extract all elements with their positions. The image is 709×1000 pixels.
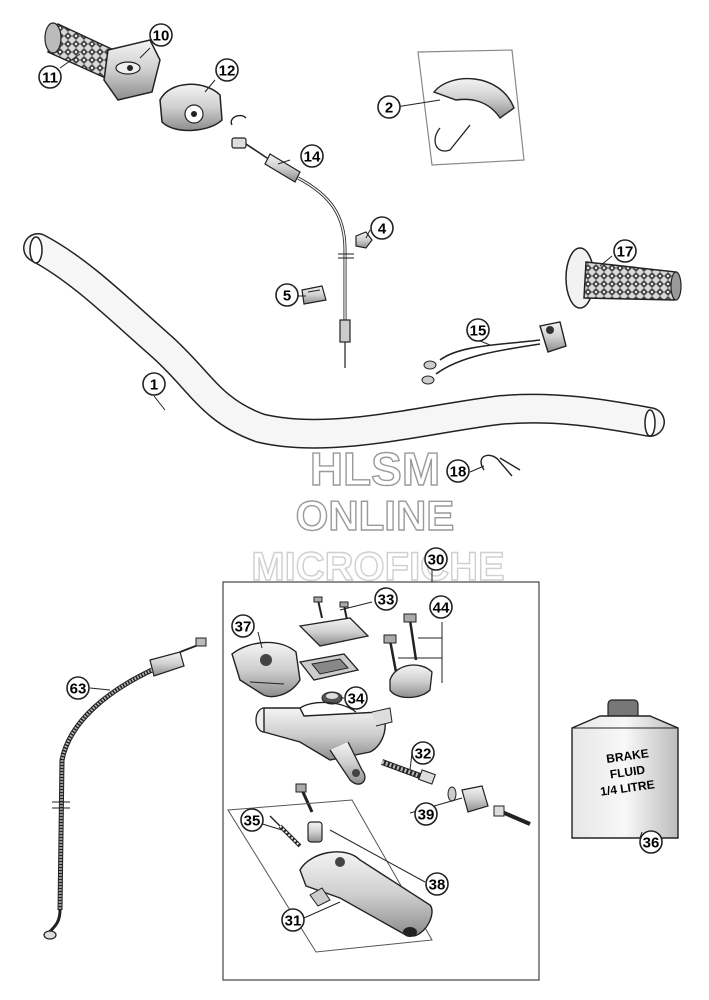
callout-36: 36	[639, 830, 663, 854]
callout-12: 12	[215, 58, 239, 82]
lever-bolt	[295, 783, 314, 813]
bottle-label-line-1: BRAKE	[605, 746, 649, 766]
cable-nut	[355, 231, 373, 249]
clutch-assembly-frame	[222, 570, 540, 981]
callout-34: 34	[344, 686, 368, 710]
callout-number: 63	[70, 681, 87, 698]
callout-number: 1	[150, 377, 158, 394]
callout-18: 18	[446, 459, 470, 483]
callout-14: 14	[300, 144, 324, 168]
handlebar	[23, 233, 665, 449]
lever-spring	[269, 815, 302, 848]
hot-start-cable	[230, 114, 354, 368]
callout-63: 63	[66, 676, 90, 700]
callout-2: 2	[377, 95, 401, 119]
callout-number: 4	[378, 221, 387, 238]
callout-30: 30	[424, 547, 448, 571]
callout-number: 35	[244, 813, 261, 830]
callout-11: 11	[38, 65, 62, 89]
handguard-box	[417, 49, 525, 166]
cable-clip	[301, 285, 327, 305]
throttle-housing	[103, 39, 161, 101]
callout-number: 2	[385, 100, 393, 117]
callout-number: 11	[42, 70, 58, 87]
brake-fluid-bottle: BRAKE FLUID 1/4 LITRE	[571, 699, 679, 839]
callout-number: 15	[470, 323, 487, 340]
callout-number: 36	[643, 835, 660, 852]
callout-10: 10	[149, 23, 173, 47]
callout-39: 39	[414, 802, 438, 826]
clutch-hose	[43, 637, 207, 940]
callout-38: 38	[425, 872, 449, 896]
clamp-with-screws	[383, 613, 443, 699]
callout-32: 32	[411, 741, 435, 765]
callout-number: 17	[617, 244, 634, 261]
callout-number: 12	[219, 63, 236, 80]
adjuster-sleeve	[447, 785, 531, 826]
callout-number: 31	[285, 913, 302, 930]
callout-37: 37	[231, 614, 255, 638]
callout-number: 33	[378, 592, 395, 609]
callout-number: 5	[283, 288, 291, 305]
clutch-lever	[299, 851, 433, 937]
reservoir-lid	[298, 617, 370, 647]
bottle-label-line-2: FLUID	[609, 763, 646, 782]
callout-17: 17	[613, 239, 637, 263]
callout-33: 33	[374, 587, 398, 611]
lever-group-frame	[227, 799, 433, 953]
callout-15: 15	[466, 318, 490, 342]
callout-31: 31	[281, 908, 305, 932]
callout-number: 44	[433, 600, 450, 617]
callout-number: 18	[450, 464, 467, 481]
watermark-line-1: HLSM	[310, 443, 440, 495]
callout-44: 44	[429, 595, 453, 619]
master-cylinder-body	[255, 701, 393, 785]
callout-number: 34	[348, 691, 365, 708]
callout-number: 14	[304, 149, 321, 166]
right-grip	[565, 247, 682, 309]
callout-number: 37	[235, 619, 252, 636]
reservoir-membrane	[298, 653, 360, 681]
callout-5: 5	[275, 283, 299, 307]
watermark-line-2: ONLINE	[296, 492, 455, 539]
kill-switch	[421, 321, 567, 385]
callout-number: 38	[429, 877, 446, 894]
callout-35: 35	[240, 808, 264, 832]
throttle-grip	[44, 22, 119, 82]
callout-number: 30	[428, 552, 445, 569]
callout-1: 1	[142, 372, 166, 396]
callout-number: 32	[415, 746, 432, 763]
adjuster-screw	[380, 759, 436, 785]
cable-tie	[480, 454, 521, 477]
callout-number: 10	[153, 28, 170, 45]
master-cylinder-cover	[231, 641, 301, 698]
lever-bushing	[307, 821, 323, 843]
callout-4: 4	[370, 216, 394, 240]
callout-number: 39	[418, 807, 435, 824]
throttle-cover	[159, 83, 223, 132]
